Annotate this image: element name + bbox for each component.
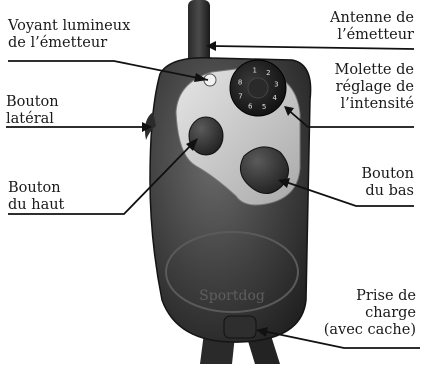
label-dial-line-1: Molette de <box>334 62 414 79</box>
leader-antenna <box>212 46 414 49</box>
logo-text: Sportdog <box>199 288 265 304</box>
label-side-button-line-1: Bouton <box>6 94 59 111</box>
charge-port-cover[interactable] <box>224 316 256 338</box>
label-led: Voyant lumineux de l’émetteur <box>8 18 130 52</box>
label-top-button-line-2: du haut <box>8 197 64 214</box>
label-side-button: Bouton latéral <box>6 94 59 128</box>
top-button[interactable] <box>189 117 223 155</box>
dial-number-8: 8 <box>238 79 242 87</box>
dial-number-3: 3 <box>274 80 278 88</box>
label-top-button: Bouton du haut <box>8 180 64 214</box>
label-antenna-line-1: Antenne de <box>330 10 414 27</box>
label-led-line-1: Voyant lumineux <box>8 18 130 35</box>
dial-number-2: 2 <box>266 69 270 77</box>
dial-hub <box>248 78 268 98</box>
dial-number-7: 7 <box>238 92 242 100</box>
label-antenna: Antenne de l’émetteur <box>330 10 414 44</box>
label-charge-port-line-1: Prise de <box>324 288 416 305</box>
dial-number-6: 6 <box>248 102 253 110</box>
dial-number-1: 1 <box>252 66 256 74</box>
label-dial-line-3: l’intensité <box>334 96 414 113</box>
label-led-line-2: de l’émetteur <box>8 35 130 52</box>
label-dial: Molette de réglage de l’intensité <box>334 62 414 113</box>
label-charge-port: Prise de charge (avec cache) <box>324 288 416 339</box>
label-bottom-button: Bouton du bas <box>361 166 414 200</box>
label-dial-line-2: réglage de <box>334 79 414 96</box>
label-bottom-button-line-2: du bas <box>361 183 414 200</box>
label-top-button-line-1: Bouton <box>8 180 64 197</box>
label-antenna-line-2: l’émetteur <box>330 27 414 44</box>
label-charge-port-line-3: (avec cache) <box>324 322 416 339</box>
dial-number-5: 5 <box>262 103 266 111</box>
label-side-button-line-2: latéral <box>6 111 59 128</box>
dial-number-4: 4 <box>272 94 277 102</box>
label-bottom-button-line-1: Bouton <box>361 166 414 183</box>
label-charge-port-line-2: charge <box>324 305 416 322</box>
